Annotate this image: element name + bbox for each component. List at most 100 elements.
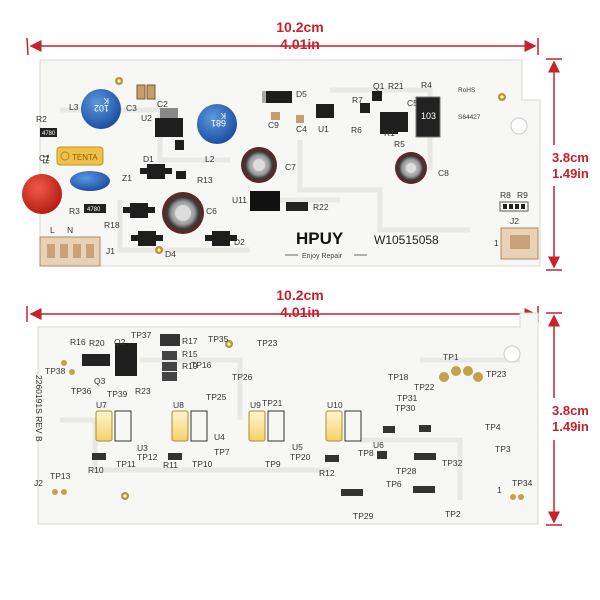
svg-text:R6: R6 <box>351 125 362 135</box>
svg-text:C1: C1 <box>39 153 50 163</box>
svg-text:TP38: TP38 <box>45 366 66 376</box>
svg-text:F1: F1 <box>41 154 51 164</box>
svg-text:U1: U1 <box>318 124 329 134</box>
svg-text:D5: D5 <box>296 89 307 99</box>
svg-text:R19: R19 <box>182 361 198 371</box>
svg-text:TP18: TP18 <box>388 372 409 382</box>
board1-height-dimension <box>546 58 562 271</box>
board2-height-dimension <box>546 312 562 526</box>
l2-k-mark: K <box>220 111 226 120</box>
svg-text:C9: C9 <box>268 120 279 130</box>
svg-text:TP32: TP32 <box>442 458 463 468</box>
svg-text:TP23: TP23 <box>257 338 278 348</box>
svg-text:R8: R8 <box>500 190 511 200</box>
svg-text:R4: R4 <box>421 80 432 90</box>
svg-text:U4: U4 <box>214 432 225 442</box>
svg-text:TP39: TP39 <box>107 389 128 399</box>
svg-text:TP28: TP28 <box>396 466 417 476</box>
svg-text:TP12: TP12 <box>137 452 158 462</box>
svg-text:R11: R11 <box>163 460 178 470</box>
svg-text:TP26: TP26 <box>232 372 253 382</box>
svg-text:U11: U11 <box>232 195 247 205</box>
board2-height-in: 1.49in <box>552 419 589 434</box>
svg-text:L3: L3 <box>69 102 79 112</box>
svg-text:R3: R3 <box>69 206 80 216</box>
svg-text:TP23: TP23 <box>486 369 507 379</box>
svg-text:R7: R7 <box>352 95 363 105</box>
svg-text:C5: C5 <box>407 98 418 108</box>
svg-text:U9: U9 <box>250 400 261 410</box>
svg-text:U7: U7 <box>96 400 107 410</box>
svg-text:R23: R23 <box>135 386 151 396</box>
svg-text:Q3: Q3 <box>94 376 106 386</box>
svg-text:R15: R15 <box>182 349 198 359</box>
svg-text:C7: C7 <box>285 162 296 172</box>
svg-text:C8: C8 <box>438 168 449 178</box>
svg-text:1: 1 <box>497 485 502 495</box>
svg-text:U6: U6 <box>373 440 384 450</box>
svg-text:R22: R22 <box>313 202 329 212</box>
svg-text:U2: U2 <box>141 113 152 123</box>
svg-text:TP22: TP22 <box>414 382 435 392</box>
svg-text:R20: R20 <box>89 338 105 348</box>
board1-width-cm: 10.2cm <box>276 19 324 35</box>
svg-text:C6: C6 <box>206 206 217 216</box>
svg-text:R17: R17 <box>182 336 198 346</box>
svg-text:RoHS: RoHS <box>458 87 476 94</box>
svg-text:R2: R2 <box>36 114 47 124</box>
svg-text:TP1: TP1 <box>443 352 459 362</box>
svg-text:N: N <box>67 225 73 235</box>
svg-text:TP20: TP20 <box>290 452 311 462</box>
svg-text:TP3: TP3 <box>495 444 511 454</box>
svg-text:TP31: TP31 <box>397 393 418 403</box>
r4-mark: 103 <box>421 111 436 121</box>
board2-width-dimension <box>26 306 539 322</box>
svg-text:TP16: TP16 <box>191 360 212 370</box>
part-number: W10515058 <box>374 233 439 247</box>
svg-text:TP2: TP2 <box>445 509 461 519</box>
inductor-l2 <box>197 104 237 144</box>
l3-mark: 102 <box>94 103 109 113</box>
svg-text:TP13: TP13 <box>50 471 71 481</box>
svg-text:TP9: TP9 <box>265 459 281 469</box>
svg-text:TP11: TP11 <box>116 459 136 469</box>
svg-text:S64427: S64427 <box>458 114 481 121</box>
svg-text:TP37: TP37 <box>131 330 152 340</box>
svg-text:Q1: Q1 <box>373 81 385 91</box>
svg-text:TP7: TP7 <box>214 447 230 457</box>
svg-text:Q2: Q2 <box>114 337 126 347</box>
svg-text:C2: C2 <box>157 99 168 109</box>
svg-text:TP29: TP29 <box>353 511 374 521</box>
svg-text:TP10: TP10 <box>192 459 213 469</box>
svg-text:R21: R21 <box>388 81 404 91</box>
svg-text:C4: C4 <box>296 124 307 134</box>
svg-text:TP30: TP30 <box>395 403 416 413</box>
svg-text:R13: R13 <box>197 175 213 185</box>
tenta-mark: TENTA <box>72 153 98 162</box>
svg-text:R12: R12 <box>319 468 335 478</box>
l3-k-mark: K <box>103 96 109 105</box>
svg-text:L2: L2 <box>205 154 215 164</box>
svg-text:TP6: TP6 <box>386 479 402 489</box>
svg-text:R1: R1 <box>384 128 395 138</box>
board1-pcb: 4780 102 K 681 K 103 <box>22 59 541 267</box>
svg-text:TP25: TP25 <box>206 392 227 402</box>
svg-text:1: 1 <box>494 238 499 248</box>
svg-text:D2: D2 <box>234 237 245 247</box>
svg-text:J1: J1 <box>106 246 115 256</box>
svg-text:R10: R10 <box>88 465 104 475</box>
svg-text:U8: U8 <box>173 400 184 410</box>
l2-mark: 681 <box>211 118 226 128</box>
board1-height-cm: 3.8cm <box>552 150 589 165</box>
svg-text:TP35: TP35 <box>208 334 229 344</box>
r3-mark: 4780 <box>87 207 101 213</box>
svg-text:R18: R18 <box>104 220 120 230</box>
fuse-f1 <box>22 174 62 214</box>
brand-name: HPUY <box>296 229 344 248</box>
svg-text:Z1: Z1 <box>122 173 132 183</box>
svg-text:L: L <box>50 225 55 235</box>
svg-text:U3: U3 <box>137 443 148 453</box>
svg-text:TP21: TP21 <box>262 398 283 408</box>
